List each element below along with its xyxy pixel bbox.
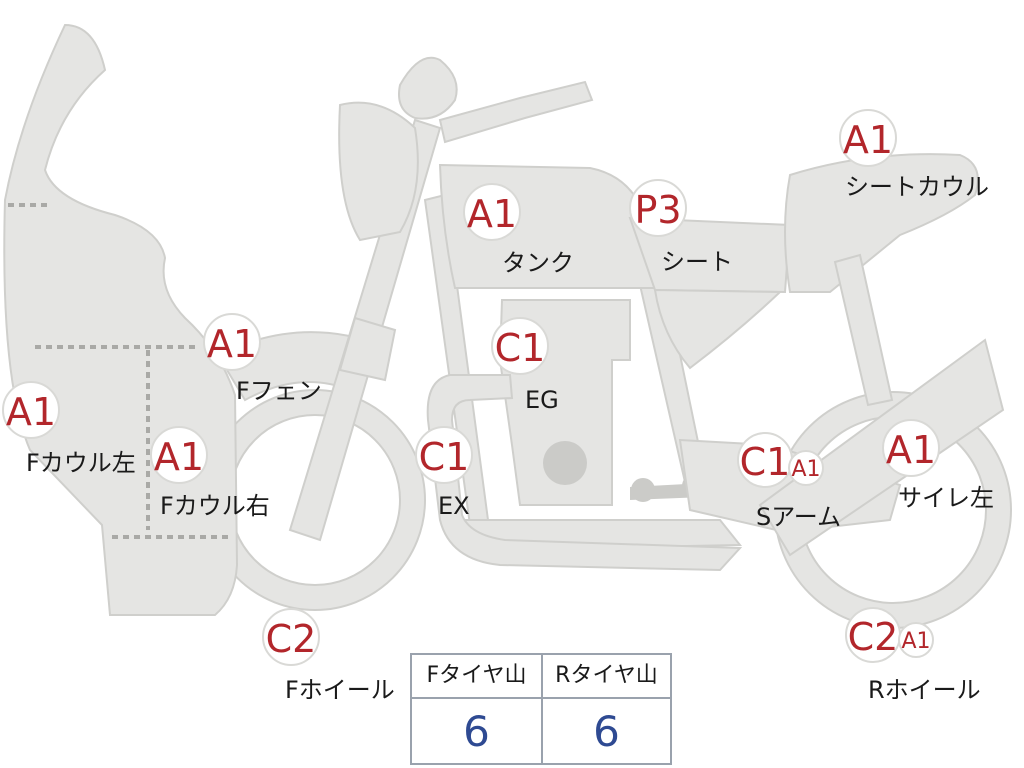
part-label-tank: A1 タンク [463, 183, 574, 277]
part-name: シートカウル [845, 173, 989, 201]
grade-text: P3 [634, 188, 681, 232]
part-label-muffler-left: A1 サイレ左 [882, 419, 994, 512]
exhaust-pipe-shape [426, 374, 743, 572]
part-label-engine: C1 EG [491, 317, 559, 414]
footpeg-knob-left [631, 478, 655, 502]
grade-badge [491, 317, 549, 375]
part-name: EG [525, 386, 559, 414]
tire-header-rear: Rタイヤ山 [543, 655, 670, 699]
grade-text: A1 [207, 322, 257, 366]
grade-badge [262, 608, 320, 666]
part-label-swingarm: C1 A1 Sアーム [737, 432, 841, 531]
tire-value-rear: 6 [593, 707, 620, 756]
part-name: Fフェン [236, 377, 322, 405]
part-name: Sアーム [756, 503, 841, 531]
grade-text: A1 [843, 118, 893, 162]
seat-shape [628, 216, 792, 294]
grade-text: A1 [467, 192, 517, 236]
side-cover-shape [653, 288, 783, 370]
grade-text: C1 [740, 440, 791, 484]
grade-text-small: A1 [791, 457, 820, 482]
fork-guard-shape [338, 316, 397, 382]
rear-shock-shape [833, 253, 894, 407]
part-label-exhaust: C1 EX [415, 426, 473, 520]
part-label-seat-cowl: A1 シートカウル [839, 109, 989, 201]
muffler-shape [758, 338, 1005, 557]
part-label-f-cowl-right: A1 Fカウル右 [150, 426, 270, 520]
grade-badge [882, 419, 940, 477]
part-name: Fカウル右 [160, 492, 270, 520]
grade-text: A1 [886, 428, 936, 472]
part-name: Fカウル左 [26, 449, 136, 477]
grade-text: A1 [154, 435, 204, 479]
grade-badge-small [898, 622, 934, 658]
part-label-f-cowl-left: A1 Fカウル左 [2, 381, 136, 477]
handlebar-shape [438, 80, 594, 144]
grade-badge [415, 426, 473, 484]
grade-badge-small [788, 450, 824, 486]
front-cowl-shape [3, 23, 239, 616]
part-label-r-wheel: C2 A1 Rホイール [845, 607, 981, 704]
front-wheel-shape [203, 389, 427, 611]
tire-value-front: 6 [412, 699, 543, 765]
part-label-f-wheel: C2 Fホイール [262, 608, 395, 704]
part-name: EX [438, 492, 470, 520]
part-label-f-fender: A1 Fフェン [203, 313, 322, 405]
rear-wheel-shape [773, 391, 1013, 629]
grade-text: C2 [848, 615, 899, 659]
tire-tread-table: Fタイヤ山 Rタイヤ山 6 6 [410, 653, 672, 765]
grade-badge [629, 179, 687, 237]
headlight-shape [338, 101, 419, 242]
part-name: シート [661, 248, 733, 276]
grade-text: C1 [419, 435, 470, 479]
grade-badge [2, 381, 60, 439]
grade-badge [839, 109, 897, 167]
grade-text: A1 [6, 390, 56, 434]
part-label-seat: P3 シート [629, 179, 733, 276]
engine-cover-shape [543, 441, 587, 485]
grade-badge [150, 426, 208, 484]
grade-badge [463, 183, 521, 241]
tire-header-front: Fタイヤ山 [412, 655, 543, 699]
part-name: Fホイール [285, 676, 395, 704]
grade-text-small: A1 [901, 629, 930, 654]
grade-text: C1 [495, 326, 546, 370]
part-name: タンク [502, 249, 574, 277]
part-name: サイレ左 [898, 484, 994, 512]
part-name: Rホイール [868, 676, 981, 704]
grade-badge [203, 313, 261, 371]
grade-text: C2 [266, 617, 317, 661]
mirror-shape [398, 56, 458, 120]
